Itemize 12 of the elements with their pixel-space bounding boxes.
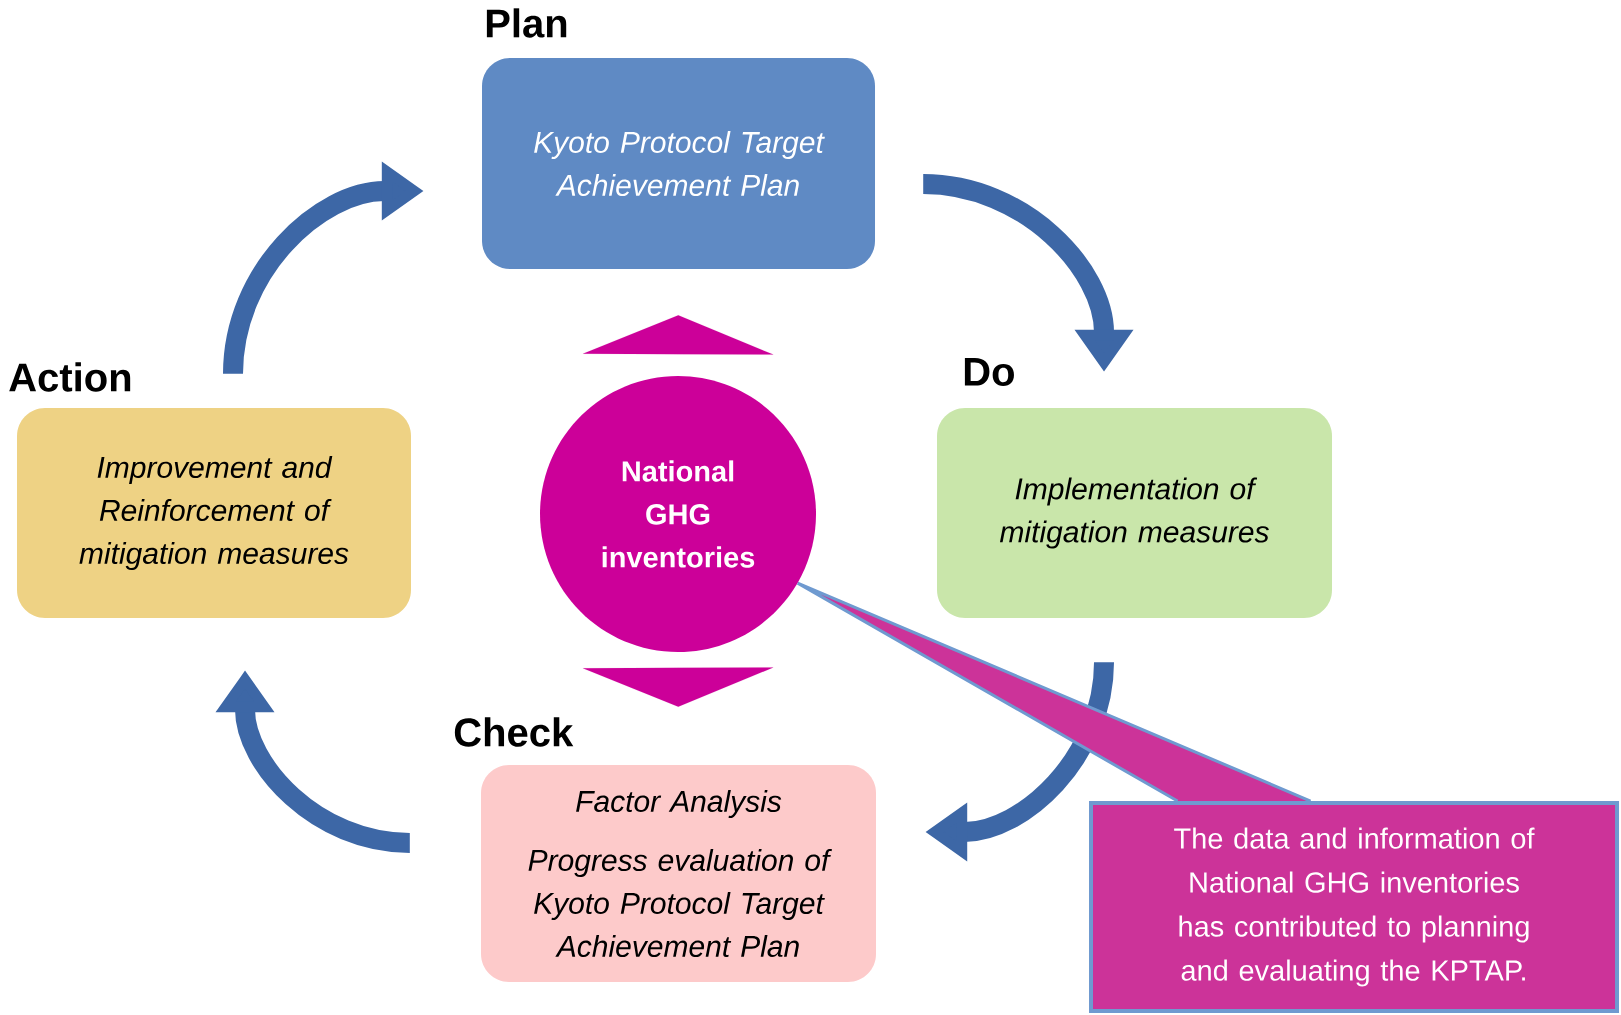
callout-pointer [796, 581, 1313, 803]
process-box: Improvement and Reinforcement of mitigation measures [17, 408, 411, 618]
stage-heading: Check [454, 717, 574, 747]
callout-box: The data and information of National GHG inventories has contributed to planning and evaluating the KPTAP. [1089, 801, 1619, 1013]
process-box: Kyoto Protocol Target Achievement Plan [482, 58, 875, 269]
process-box: Implementation of mitigation measures [937, 408, 1332, 618]
stage-heading: Plan [486, 8, 567, 38]
stage-heading: Action [9, 362, 131, 392]
process-box: Factor Analysis Progress evaluation of Kyoto Protocol Target Achievement Plan [481, 765, 876, 982]
triangle-arrow [582, 667, 774, 707]
stage-heading: Do [964, 358, 1014, 386]
triangle-arrow [582, 315, 774, 355]
